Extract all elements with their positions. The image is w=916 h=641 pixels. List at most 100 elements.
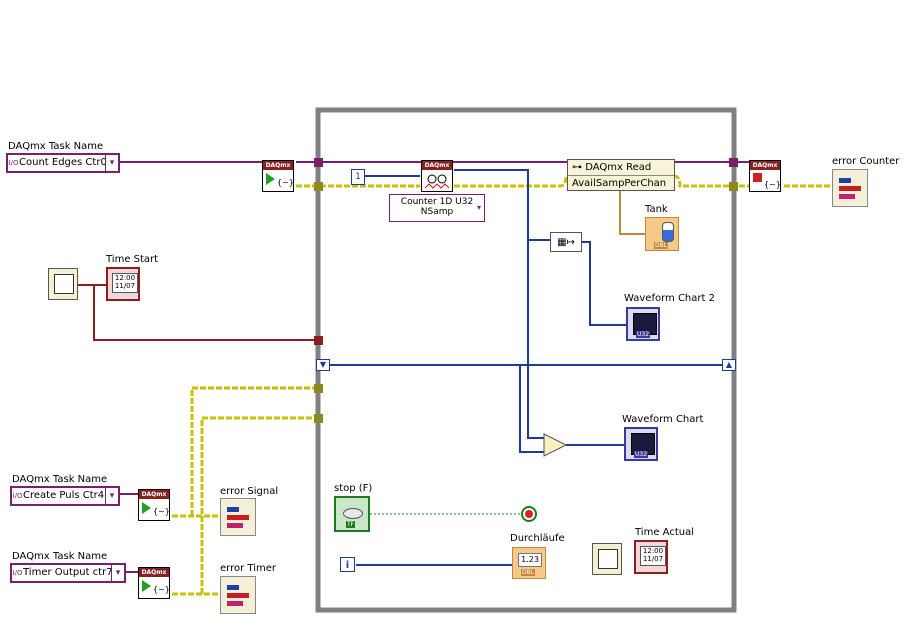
task-name-label-1: DAQmx Task Name [8,141,104,152]
svg-text:{~}: {~} [153,507,169,516]
error-timer-indicator[interactable] [220,576,256,614]
error-bar [227,593,249,598]
error-bar [839,178,851,183]
tank-icon [662,222,674,242]
stop-button-control[interactable]: TF [334,496,370,532]
io-icon: I/O [8,159,19,167]
wire-dbl-tank[interactable] [619,176,648,235]
clock-icon [54,274,74,294]
counter-mode-selector[interactable]: Counter 1D U32 NSamp ▾ [389,194,485,222]
vi-header: DAQmx [750,161,780,170]
daqmx-read-vi[interactable]: ⊶ DAQmx Read AvailSampPerChan [567,159,675,191]
io-icon: I/O [12,569,23,577]
time-start-label: Time Start [106,254,159,265]
wire-error-signal[interactable] [172,386,316,518]
vi-header: DAQmx [139,490,169,499]
wire-error-top[interactable] [296,174,832,188]
waveform-chart-label: Waveform Chart [622,414,704,425]
clock-icon [598,549,618,569]
daqmx-clear-task-vi[interactable]: DAQmx {~} [749,160,781,192]
wire-chart2[interactable] [582,241,626,326]
svg-text:{~}: {~} [277,178,293,187]
tunnel-error-left[interactable] [314,182,323,191]
const-one[interactable]: 1 [351,169,365,185]
error-bar [227,523,243,528]
array-icon: ▦↦ [557,237,575,248]
dropdown-arrow-icon[interactable]: ▾ [105,488,118,504]
read-title: ⊶ DAQmx Read [568,160,674,176]
tank-indicator[interactable]: DBL [645,217,679,251]
play-icon: {~} [266,173,294,187]
stop-label: stop (F) [334,483,373,494]
tunnel-error-timer[interactable] [314,414,323,423]
task-name-control-ctr7[interactable]: I/OTimer Output ctr7 ▾ [10,563,126,583]
shift-register-right[interactable]: ▲ [722,359,736,371]
build-array-node[interactable]: ▦↦ [550,232,582,252]
task-name-value: Create Puls Ctr4 [23,490,105,501]
error-timer-label: error Timer [220,563,276,574]
daqmx-create-channel-vi[interactable]: DAQmx [421,160,453,192]
stop-terminal-dot [525,510,533,518]
error-counter-label: error Counter [832,156,900,167]
task-name-label-3: DAQmx Task Name [12,551,108,562]
iteration-terminal[interactable]: i [340,557,355,572]
counter-icon [424,174,450,189]
counter-mode-line2: NSamp [420,207,454,217]
error-bar [839,186,861,191]
tunnel-error-right[interactable] [729,182,738,191]
shift-register-left[interactable]: ▼ [316,359,330,371]
wire-time-start[interactable] [78,284,316,341]
counter-mode-line1: Counter 1D U32 [400,197,474,207]
svg-text:{~}: {~} [764,180,780,189]
compare-node[interactable] [543,433,568,457]
wire-error-timer[interactable] [172,416,316,596]
task-name-control-ctr4[interactable]: I/OCreate Puls Ctr4 ▾ [10,486,120,506]
tunnel-time-start[interactable] [314,336,323,345]
io-icon: I/O [12,492,23,500]
arrow-icon: ⊶ [572,162,586,173]
tunnel-error-signal[interactable] [314,384,323,393]
waveform-chart-2-label: Waveform Chart 2 [624,293,715,304]
daqmx-start-signal-vi[interactable]: DAQmx {~} [138,489,170,521]
error-bar [227,601,243,606]
dropdown-arrow-icon[interactable]: ▾ [111,565,124,581]
tank-label: Tank [645,204,668,215]
dropdown-arrow-icon[interactable]: ▾ [105,155,118,171]
dropdown-arrow-icon[interactable]: ▾ [476,203,481,212]
daqmx-start-timer-vi[interactable]: DAQmx {~} [138,567,170,599]
play-icon: {~} [142,580,170,594]
task-name-control-ctr0[interactable]: I/OCount Edges Ctr0 ▾ [6,153,120,173]
vi-header: DAQmx [263,161,293,170]
stop-icon: {~} [753,173,781,189]
error-counter-indicator[interactable] [832,169,868,207]
time-actual-function-node[interactable] [592,543,622,575]
error-bar [227,585,239,590]
svg-text:{~}: {~} [153,585,169,594]
waveform-chart-2-indicator[interactable]: U32 [626,307,660,341]
tunnel-task-right[interactable] [729,158,738,167]
tank-type-tag: DBL [654,242,669,249]
error-signal-label: error Signal [220,486,279,497]
chart-2-type-tag: U32 [636,331,651,338]
daqmx-start-task-vi[interactable]: DAQmx {~} [262,160,294,192]
toggle-icon [343,508,363,519]
durchlaeufe-label: Durchläufe [510,533,565,544]
error-bar [227,507,239,512]
time-function-node[interactable] [48,268,78,300]
task-name-label-2: DAQmx Task Name [12,474,108,485]
task-name-value: Count Edges Ctr0 [19,157,107,168]
waveform-chart-indicator[interactable]: U32 [624,427,658,461]
durchlaeufe-indicator[interactable]: 1.23 DBL [512,547,546,579]
error-bar [839,194,855,199]
avail-samp[interactable]: AvailSampPerChan [572,178,667,189]
chart-type-tag: U32 [634,451,649,458]
tunnel-task-left[interactable] [314,158,323,167]
error-signal-indicator[interactable] [220,498,256,536]
durchlaeufe-type-tag: DBL [521,569,536,576]
numeric-screen: 1.23 [518,553,542,567]
error-bar [227,515,249,520]
